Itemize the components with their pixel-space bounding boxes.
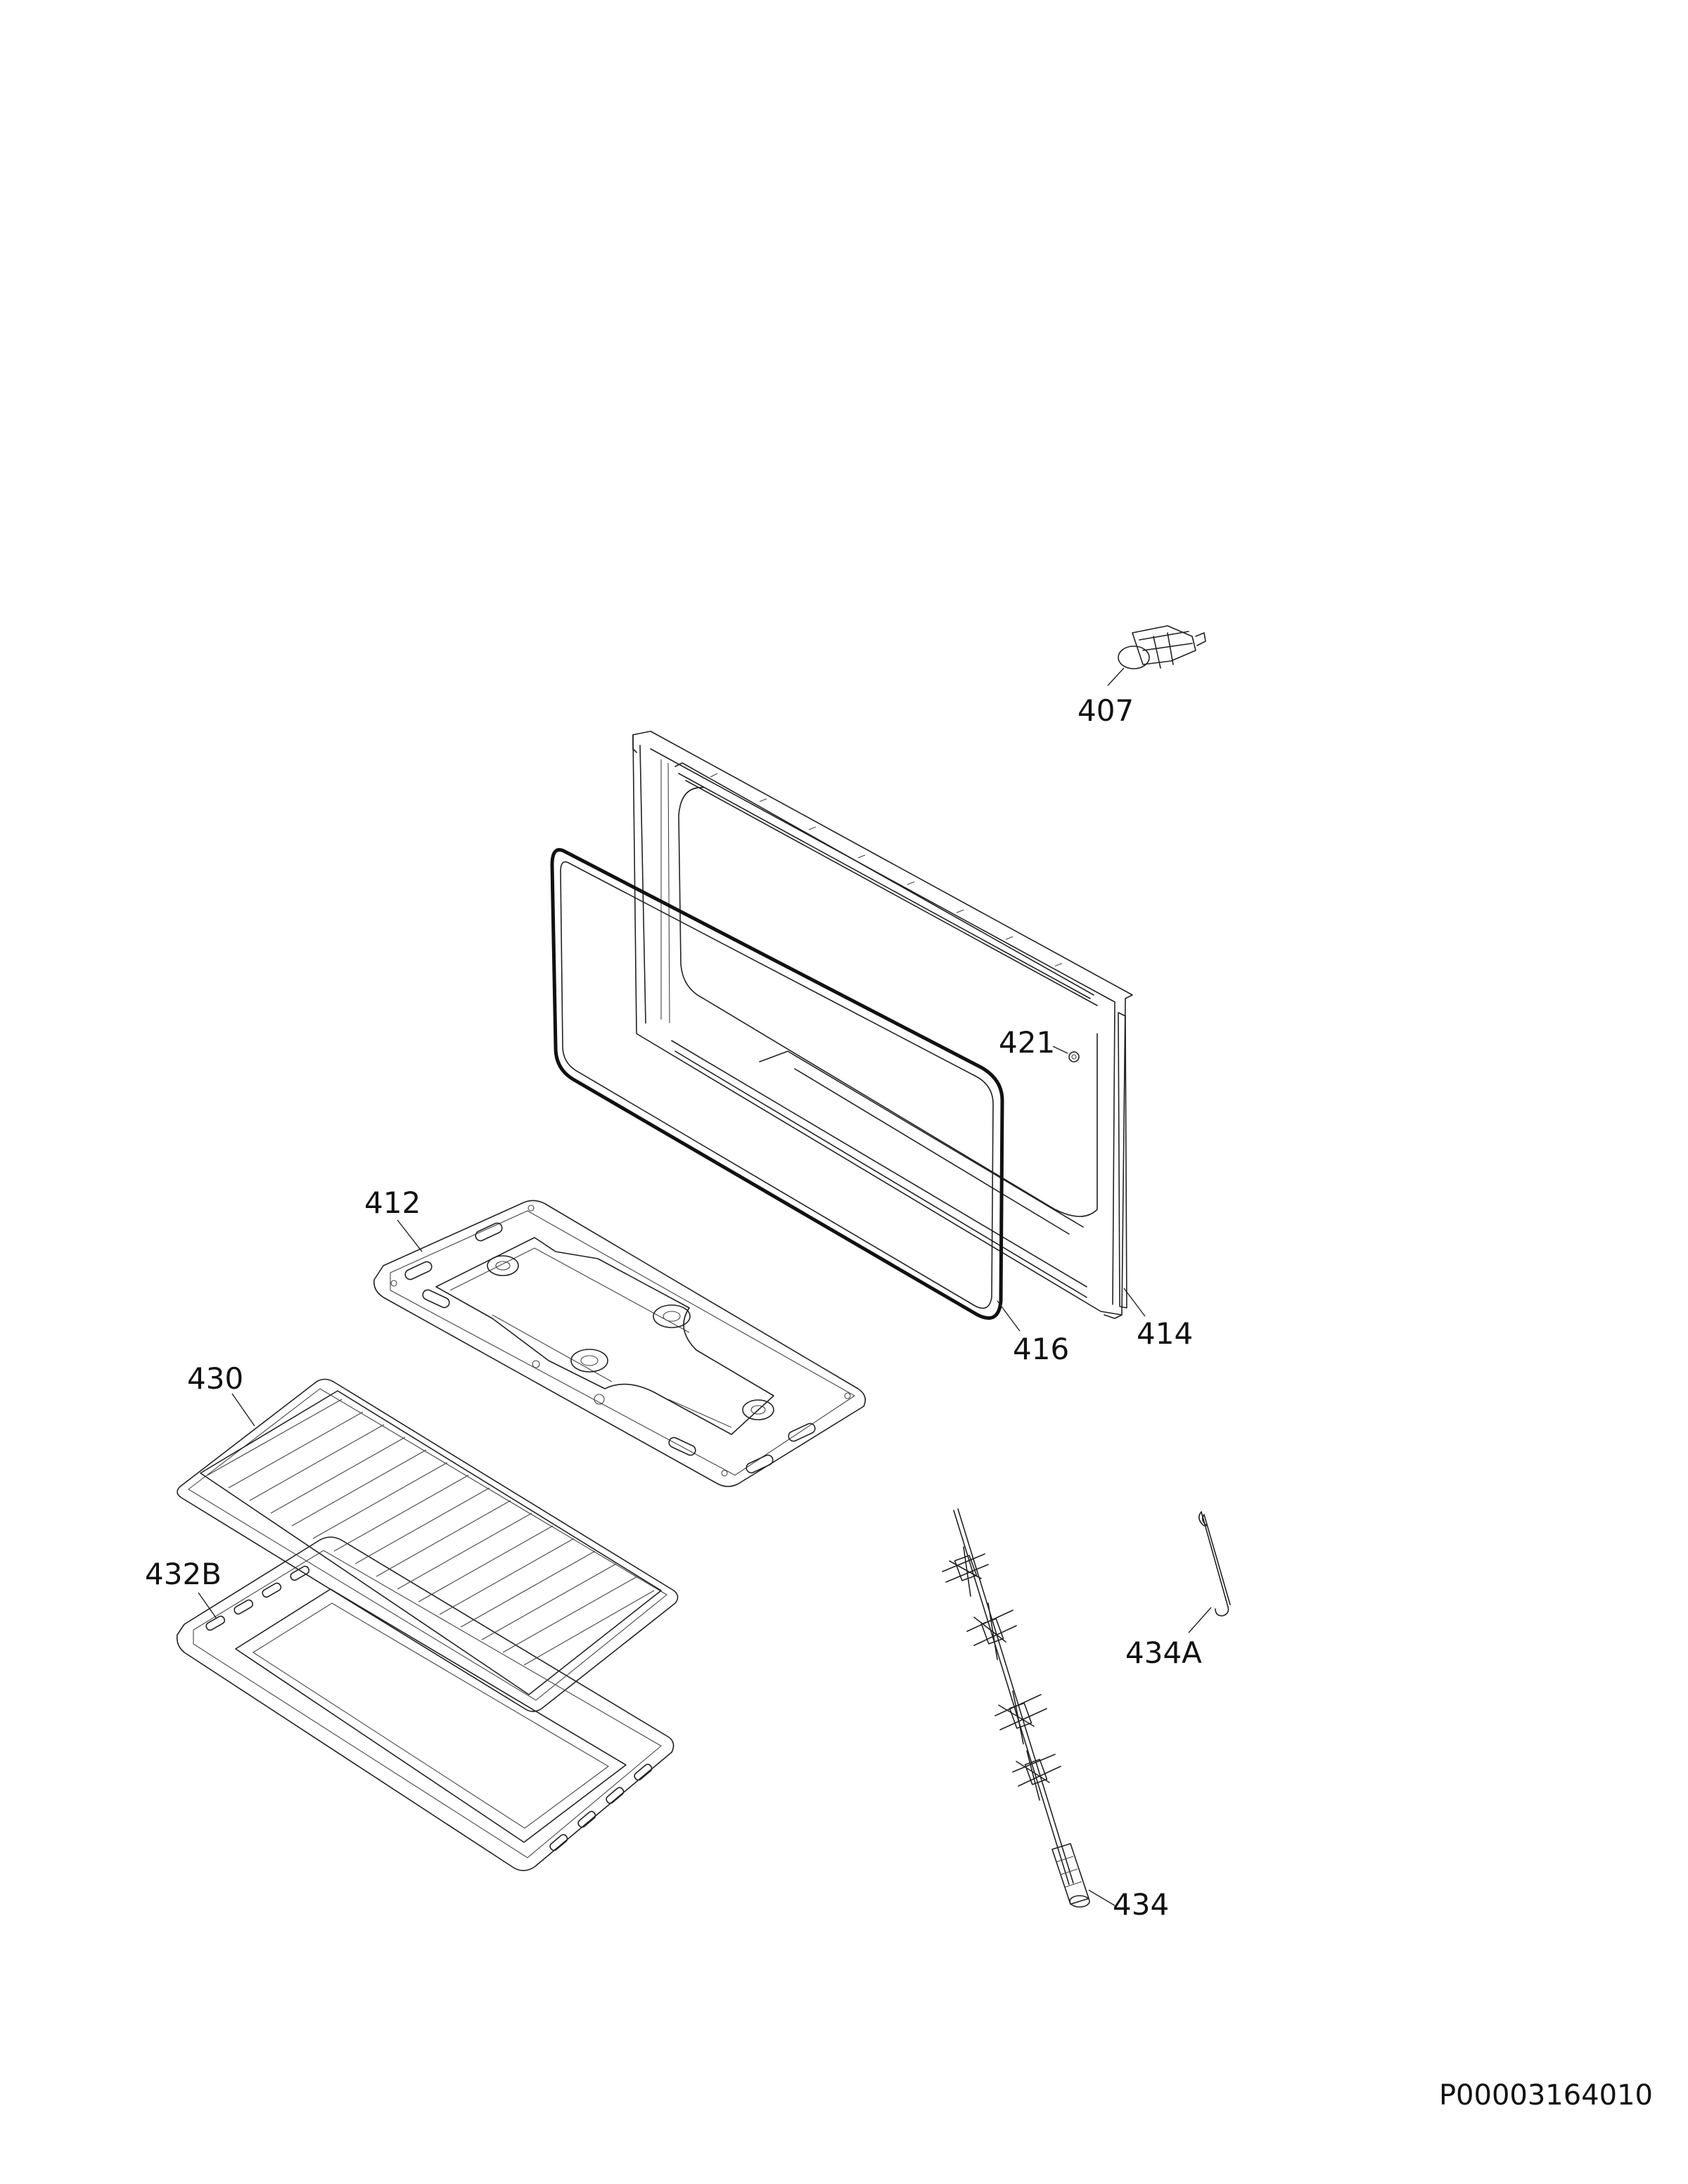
part-434-rotisserie-spit bbox=[942, 1508, 1090, 1908]
part-434A-hook bbox=[1198, 1511, 1231, 1617]
callout-407: 407 bbox=[1078, 693, 1134, 728]
part-432B-baking-tray bbox=[176, 1536, 674, 1872]
floor-plate-slots bbox=[404, 1222, 816, 1474]
part-414-door-frame bbox=[632, 731, 1133, 1319]
spit-fork-1 bbox=[942, 1546, 989, 1597]
document-code: P00003164010 bbox=[1438, 2079, 1653, 2112]
callout-421: 421 bbox=[999, 1025, 1056, 1060]
callout-416: 416 bbox=[1013, 1332, 1070, 1366]
leader-416 bbox=[997, 1300, 1021, 1332]
leader-430 bbox=[231, 1393, 255, 1427]
leader-412 bbox=[397, 1219, 423, 1252]
callout-430: 430 bbox=[187, 1361, 244, 1396]
leader-407 bbox=[1107, 667, 1125, 686]
rack-wires bbox=[207, 1399, 655, 1666]
part-416-door-gasket bbox=[550, 848, 1004, 1320]
leader-434 bbox=[1088, 1889, 1115, 1906]
leader-432B bbox=[198, 1592, 217, 1619]
floor-plate-bosses bbox=[390, 1205, 851, 1477]
spit-fork-3 bbox=[995, 1690, 1047, 1745]
callout-414: 414 bbox=[1137, 1316, 1194, 1351]
callout-432B: 432B bbox=[145, 1557, 222, 1591]
spit-fork-4 bbox=[1012, 1750, 1061, 1801]
part-412-floor-plate bbox=[373, 1200, 866, 1487]
leader-434A bbox=[1188, 1607, 1212, 1633]
part-421-screw bbox=[1068, 1051, 1080, 1062]
spit-fork-2 bbox=[966, 1602, 1017, 1660]
spit-handle bbox=[1051, 1843, 1090, 1908]
leader-421 bbox=[1052, 1046, 1068, 1054]
leader-414 bbox=[1123, 1287, 1146, 1317]
part-430-wire-rack bbox=[177, 1378, 679, 1712]
callout-434: 434 bbox=[1113, 1887, 1170, 1922]
callout-412: 412 bbox=[364, 1186, 421, 1220]
callout-434A: 434A bbox=[1125, 1636, 1202, 1670]
part-407-hinge-clip bbox=[1118, 625, 1206, 669]
